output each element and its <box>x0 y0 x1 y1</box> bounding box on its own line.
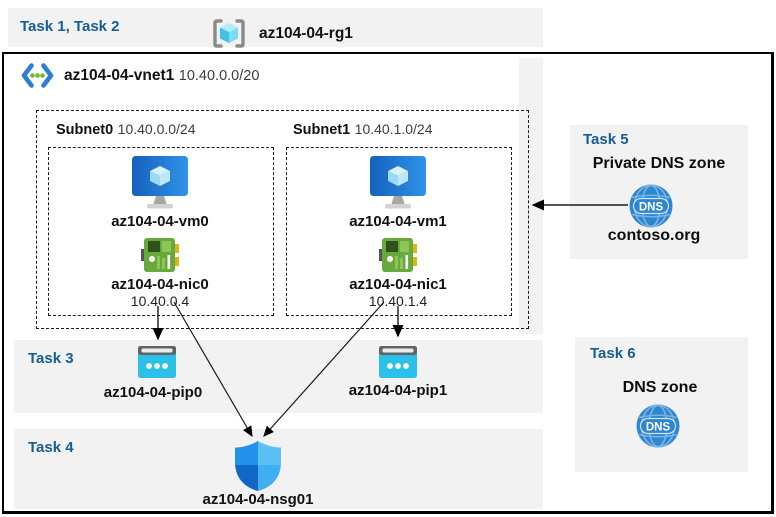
dns-zone-title: DNS zone <box>622 379 698 396</box>
dns-icon-text: DNS <box>639 202 664 214</box>
subnet1-name: Subnet1 <box>293 122 351 138</box>
subnet1-cidr: 10.40.1.0/24 <box>354 121 433 137</box>
task-4-label: Task 4 <box>28 439 74 456</box>
nic0-name: az104-04-nic0 <box>111 276 209 293</box>
private-dns-zone-name: contoso.org <box>607 227 701 244</box>
vnet-icon <box>20 62 55 89</box>
vnet-area-gray-strip <box>519 58 543 334</box>
task-6-box <box>575 337 748 472</box>
task-1-2-label: Task 1, Task 2 <box>20 18 120 35</box>
nic0-icon <box>141 236 179 274</box>
subnet0-box <box>48 147 274 316</box>
subnet1-box <box>286 147 512 316</box>
nic1-name: az104-04-nic1 <box>349 276 447 293</box>
task-1-2-band: Task 1, Task 2 az104-04-rg1 <box>8 8 543 50</box>
vm1-icon <box>370 156 426 210</box>
pip1-name: az104-04-pip1 <box>348 382 448 399</box>
pip1-icon <box>379 346 417 378</box>
vm0-name: az104-04-vm0 <box>111 213 209 230</box>
pip0-name: az104-04-pip0 <box>103 384 203 401</box>
private-dns-zone-icon: DNS <box>629 184 673 228</box>
subnet0-label: Subnet0 10.40.0.0/24 <box>56 121 196 139</box>
nic0-ip: 10.40.0.4 <box>130 293 190 309</box>
dns-icon-text: DNS <box>646 422 671 434</box>
dns-zone-icon: DNS <box>636 404 680 448</box>
task-6-label: Task 6 <box>590 345 636 362</box>
nsg-name: az104-04-nsg01 <box>202 491 314 508</box>
vnet-cidr: 10.40.0.0/20 <box>178 67 260 84</box>
subnet0-name: Subnet0 <box>56 122 114 138</box>
vnet-name: az104-04-vnet1 <box>64 66 175 84</box>
nsg-shield-icon <box>235 441 281 491</box>
vnet-header: az104-04-vnet1 10.40.0.0/20 <box>20 62 259 89</box>
resource-group-icon <box>210 17 248 50</box>
pip0-icon <box>138 346 176 378</box>
vm0-icon <box>132 156 188 210</box>
nic1-icon <box>379 236 417 274</box>
vm1-name: az104-04-vm1 <box>349 213 447 230</box>
subnet1-label: Subnet1 10.40.1.0/24 <box>293 121 433 139</box>
nic1-ip: 10.40.1.4 <box>368 293 428 309</box>
task-3-band <box>14 340 543 413</box>
task-5-label: Task 5 <box>583 131 629 148</box>
subnet0-cidr: 10.40.0.0/24 <box>117 121 196 137</box>
private-dns-zone-title: Private DNS zone <box>592 155 726 172</box>
task-3-label: Task 3 <box>28 350 74 367</box>
resource-group-name: az104-04-rg1 <box>259 24 353 42</box>
